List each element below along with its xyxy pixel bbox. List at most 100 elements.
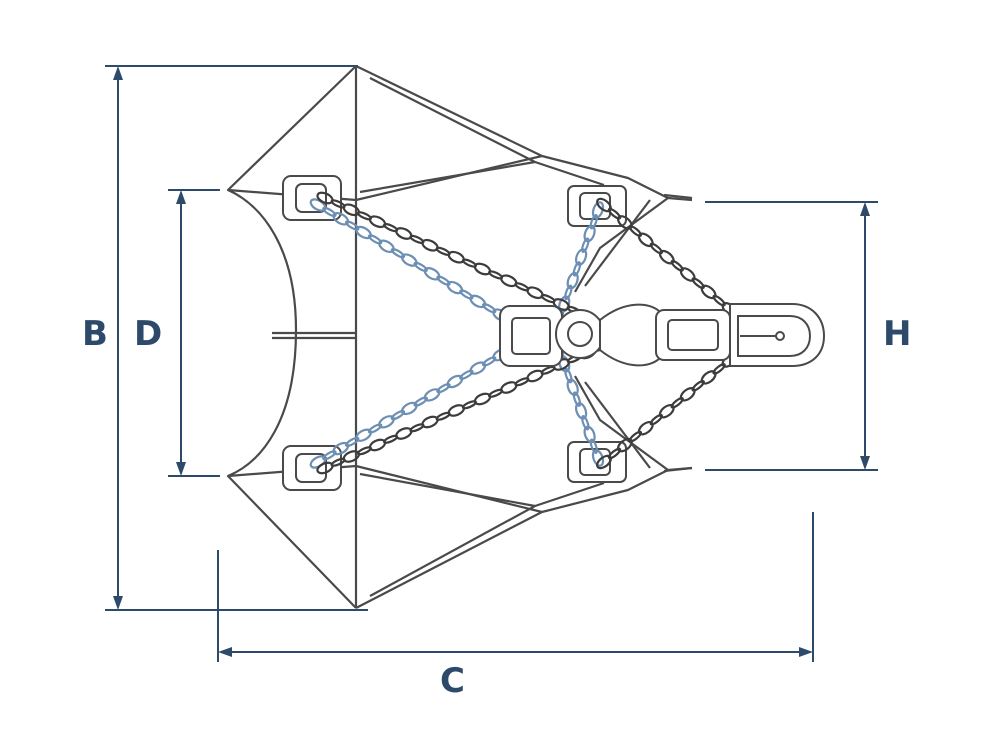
chain-blue-bottom-link — [400, 401, 418, 416]
chain-blue-bottom-link — [423, 388, 441, 402]
dim-label-h: H — [883, 314, 911, 354]
chain-blue-right-top-link — [591, 201, 605, 219]
chain-blue-top-link — [413, 261, 428, 273]
dim-c-arrow-right — [799, 647, 813, 657]
anchor-top-brace — [355, 154, 543, 202]
chain-dark-right-top-link — [691, 277, 705, 290]
chain-blue-right-bottom-link — [581, 414, 590, 431]
anchor-top-diagonal — [574, 197, 669, 293]
chain-blue-bottom-link — [378, 415, 395, 429]
chain-blue-top-link — [481, 303, 497, 314]
chain-blue-bottom-link — [332, 441, 350, 456]
chain-blue-right-bottom-link — [574, 402, 588, 420]
chain-blue-right-bottom-link — [564, 367, 573, 384]
anchor-bottom-brace-2 — [359, 472, 536, 508]
chain-blue-bottom-link — [459, 369, 474, 380]
chain-dark-right-bottom-link — [616, 437, 633, 453]
anchor-crown-curve — [227, 188, 298, 478]
chain-blue-right-bottom-link — [583, 425, 596, 444]
chain-blue-top-link — [469, 294, 487, 309]
chain-dark-right-bottom-link — [658, 403, 675, 419]
dim-label-b: B — [82, 314, 108, 354]
connector-ring-inner — [567, 321, 593, 347]
central-connector — [499, 303, 661, 367]
dim-b-arrow-top — [113, 66, 123, 80]
chain-blue-bottom-link — [469, 361, 487, 375]
chain-dark-right-top-link — [700, 284, 717, 300]
dim-h-arrow-bottom — [860, 456, 870, 470]
chain-blue-top-link — [344, 220, 360, 231]
head-shackle-pin-end — [775, 331, 785, 341]
chain-blue-bottom-link — [446, 374, 464, 389]
chain-dark-right-bottom-link — [628, 430, 643, 443]
chain-blue-bottom-link — [322, 450, 337, 461]
chain-dark-right-top-link — [607, 207, 622, 220]
connector-block-inner — [511, 317, 551, 355]
chain-dark-right-top-link — [596, 197, 612, 213]
chain-blue-bottom-link — [355, 428, 372, 442]
anchor-bottom-brace — [355, 464, 543, 514]
chain-dark-right-bottom-link — [700, 370, 717, 385]
chain-dark-right-bottom-link — [607, 447, 622, 460]
anchor-bottom-arm — [355, 466, 693, 609]
chain-blue-right-bottom-link — [589, 438, 599, 454]
anchor-bottom-diagonal-2 — [584, 381, 651, 469]
chain-dark-right-top-link — [628, 225, 643, 237]
chain-blue-right-top-link — [574, 248, 588, 266]
chain-blue-top-link — [459, 289, 474, 300]
connector-arm — [599, 303, 661, 367]
chain-bridle-dark — [316, 191, 747, 475]
dim-b-arrow-bottom — [113, 596, 123, 610]
anchor-top-diagonal-2 — [584, 199, 651, 287]
head-swivel — [655, 303, 826, 367]
shackle-top-left-inner — [295, 183, 327, 213]
dim-d-arrow-top — [176, 190, 186, 204]
dim-d-arrow-bottom — [176, 462, 186, 476]
chain-blue-bottom-link — [436, 383, 451, 394]
anchor-top-fin — [663, 193, 693, 200]
dimension-lines — [105, 65, 878, 662]
anchor-bottom-fin — [663, 466, 693, 473]
chain-blue-top-link — [423, 267, 441, 281]
dim-h-arrow-top — [860, 202, 870, 216]
chain-blue-bottom-link — [390, 409, 406, 421]
chain-blue-right-bottom-link — [566, 378, 579, 397]
anchor-top-brace-2 — [359, 160, 536, 194]
chain-dark-right-top-link — [649, 242, 663, 255]
chain-dark-right-top-link — [679, 267, 696, 282]
chain-dark-right-bottom-link — [670, 396, 684, 409]
chain-blue-top-link — [355, 225, 372, 240]
chain-dark-right-top-link — [712, 294, 726, 307]
chain-blue-bottom-link — [481, 356, 497, 367]
dim-label-d: D — [134, 314, 162, 354]
chain-blue-right-top-link — [564, 284, 573, 301]
chain-blue-right-top-link — [589, 214, 599, 230]
chain-blue-right-top-link — [581, 237, 590, 254]
anchor-top-arm — [355, 65, 693, 202]
chain-dark-right-bottom-link — [596, 454, 612, 470]
chain-blue-top-link — [367, 234, 383, 245]
dim-label-c: C — [440, 661, 465, 701]
chain-dark-right-bottom-link — [637, 420, 654, 436]
chain-dark-right-bottom-link — [691, 379, 705, 392]
chain-blue-top-link — [446, 280, 464, 295]
swivel-body-inner — [667, 319, 719, 351]
chain-blue-bottom-link — [413, 396, 428, 407]
chain-blue-top-link — [400, 253, 418, 267]
chain-dark-right-top-link — [658, 249, 675, 265]
chain-dark-right-top-link — [670, 259, 684, 272]
chain-blue-right-top-link — [566, 271, 579, 290]
anchor-bottom-diagonal — [574, 375, 669, 471]
chain-dark-right-bottom-link — [712, 363, 726, 375]
shackle-bottom-left-inner — [295, 453, 327, 483]
chain-blue-top-link — [390, 248, 406, 259]
chain-blue-right-top-link — [583, 224, 596, 243]
fluke-shackles — [282, 175, 627, 491]
dim-c-arrow-left — [218, 647, 232, 657]
chain-blue-right-top-link — [572, 261, 582, 277]
dimension-arrowheads — [113, 66, 870, 657]
chain-blue-top-link — [378, 239, 395, 254]
chain-blue-top-link — [322, 206, 337, 218]
chain-dark-right-bottom-link — [679, 387, 696, 402]
